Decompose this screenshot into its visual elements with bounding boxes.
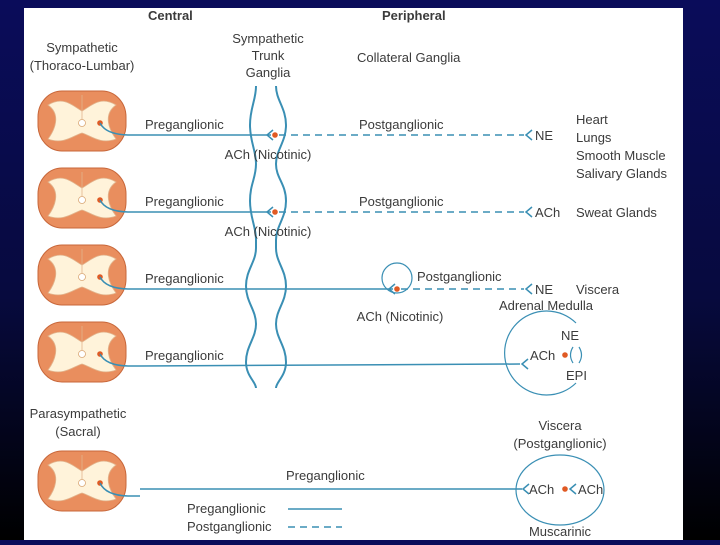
cord-exit-axon	[99, 482, 140, 497]
spinal-cord-section	[37, 90, 127, 152]
label-preganglionic: Preganglionic	[145, 117, 224, 132]
label-effector-target: Salivary Glands	[576, 166, 668, 181]
label-effector-transmitter: ACh	[535, 205, 560, 220]
cord-exit-axon	[99, 276, 140, 290]
sympathetic-trunk-right	[274, 85, 288, 389]
label-adrenal-ne: NE	[561, 328, 579, 343]
label-viscera-sub: (Postganglionic)	[513, 436, 606, 451]
label-adrenal-ach: ACh	[530, 348, 555, 363]
label-collateral-ganglia: Collateral Ganglia	[357, 50, 461, 65]
label-preganglionic: Preganglionic	[145, 348, 224, 363]
para-synapse-marker-right	[568, 483, 577, 495]
header-central: Central	[148, 8, 193, 23]
sympathetic-trunk-left	[244, 85, 258, 389]
effector-synapse-marker	[524, 129, 533, 141]
label-trunk-1: Sympathetic	[232, 31, 304, 46]
diagram-panel: Central Peripheral Sympathetic (Thoraco-…	[24, 8, 683, 540]
synapse-marker	[265, 206, 274, 218]
adrenal-cell-node	[562, 352, 568, 358]
label-preganglionic: Preganglionic	[145, 271, 224, 286]
label-preganglionic: Preganglionic	[145, 194, 224, 209]
label-effector-target: Viscera	[576, 282, 620, 297]
label-trunk-3: Ganglia	[246, 65, 292, 80]
label-sacral: (Sacral)	[55, 424, 101, 439]
label-parasympathetic: Parasympathetic	[30, 406, 127, 421]
cord-exit-axon	[99, 122, 140, 136]
spinal-cord-section	[37, 167, 127, 229]
label-effector-target: Heart	[576, 112, 608, 127]
para-synapse-marker-left	[521, 483, 530, 495]
legend-pre-label: Preganglionic	[187, 501, 266, 516]
effector-synapse-marker	[524, 206, 533, 218]
label-postganglionic: Postganglionic	[359, 194, 444, 209]
synapse-marker	[520, 358, 529, 370]
spinal-cord-section	[37, 244, 127, 306]
spinal-cord-section-sacral	[37, 450, 127, 512]
ganglion-node	[394, 286, 400, 292]
label-adrenal-medulla: Adrenal Medulla	[499, 298, 594, 313]
synapse-marker	[265, 129, 274, 141]
label-effector-target: Lungs	[576, 130, 612, 145]
legend-post-label: Postganglionic	[187, 519, 272, 534]
ganglion-node	[272, 209, 278, 215]
label-para-pre: Preganglionic	[286, 468, 365, 483]
label-effector-transmitter: NE	[535, 128, 553, 143]
spinal-cord-section	[37, 321, 127, 383]
para-ganglion-node	[562, 486, 568, 492]
label-postganglionic: Postganglionic	[417, 269, 502, 284]
label-viscera: Viscera	[538, 418, 582, 433]
collateral-ganglion	[381, 262, 413, 294]
cord-exit-axon	[99, 353, 140, 367]
label-postganglionic: Postganglionic	[359, 117, 444, 132]
label-effector-target: Sweat Glands	[576, 205, 657, 220]
ganglion-node	[272, 132, 278, 138]
label-thoraco-lumbar: (Thoraco-Lumbar)	[30, 58, 135, 73]
label-effector-target: Smooth Muscle	[576, 148, 666, 163]
label-adrenal-epi: EPI	[566, 368, 587, 383]
label-para-ach-left: ACh	[529, 482, 554, 497]
effector-synapse-marker	[524, 283, 533, 295]
viscera-outline	[515, 454, 605, 526]
preganglionic-fiber	[139, 363, 521, 367]
label-trunk-2: Trunk	[252, 48, 285, 63]
label-ganglion-transmitter: ACh (Nicotinic)	[225, 224, 312, 239]
label-sympathetic: Sympathetic	[46, 40, 118, 55]
header-peripheral: Peripheral	[382, 8, 446, 23]
label-ganglion-transmitter: ACh (Nicotinic)	[225, 147, 312, 162]
label-ganglion-transmitter: ACh (Nicotinic)	[357, 309, 444, 324]
label-para-ach-right: ACh	[578, 482, 603, 497]
parasympathetic-row	[37, 450, 577, 512]
adrenal-release-arcs	[569, 346, 583, 364]
label-effector-transmitter: NE	[535, 282, 553, 297]
cord-exit-axon	[99, 199, 140, 213]
sympathetic-row: Preganglionic	[37, 321, 529, 383]
label-muscarinic: Muscarinic	[529, 524, 592, 539]
ans-diagram: Central Peripheral Sympathetic (Thoraco-…	[30, 8, 668, 539]
adrenal-medulla-outline	[504, 310, 577, 396]
